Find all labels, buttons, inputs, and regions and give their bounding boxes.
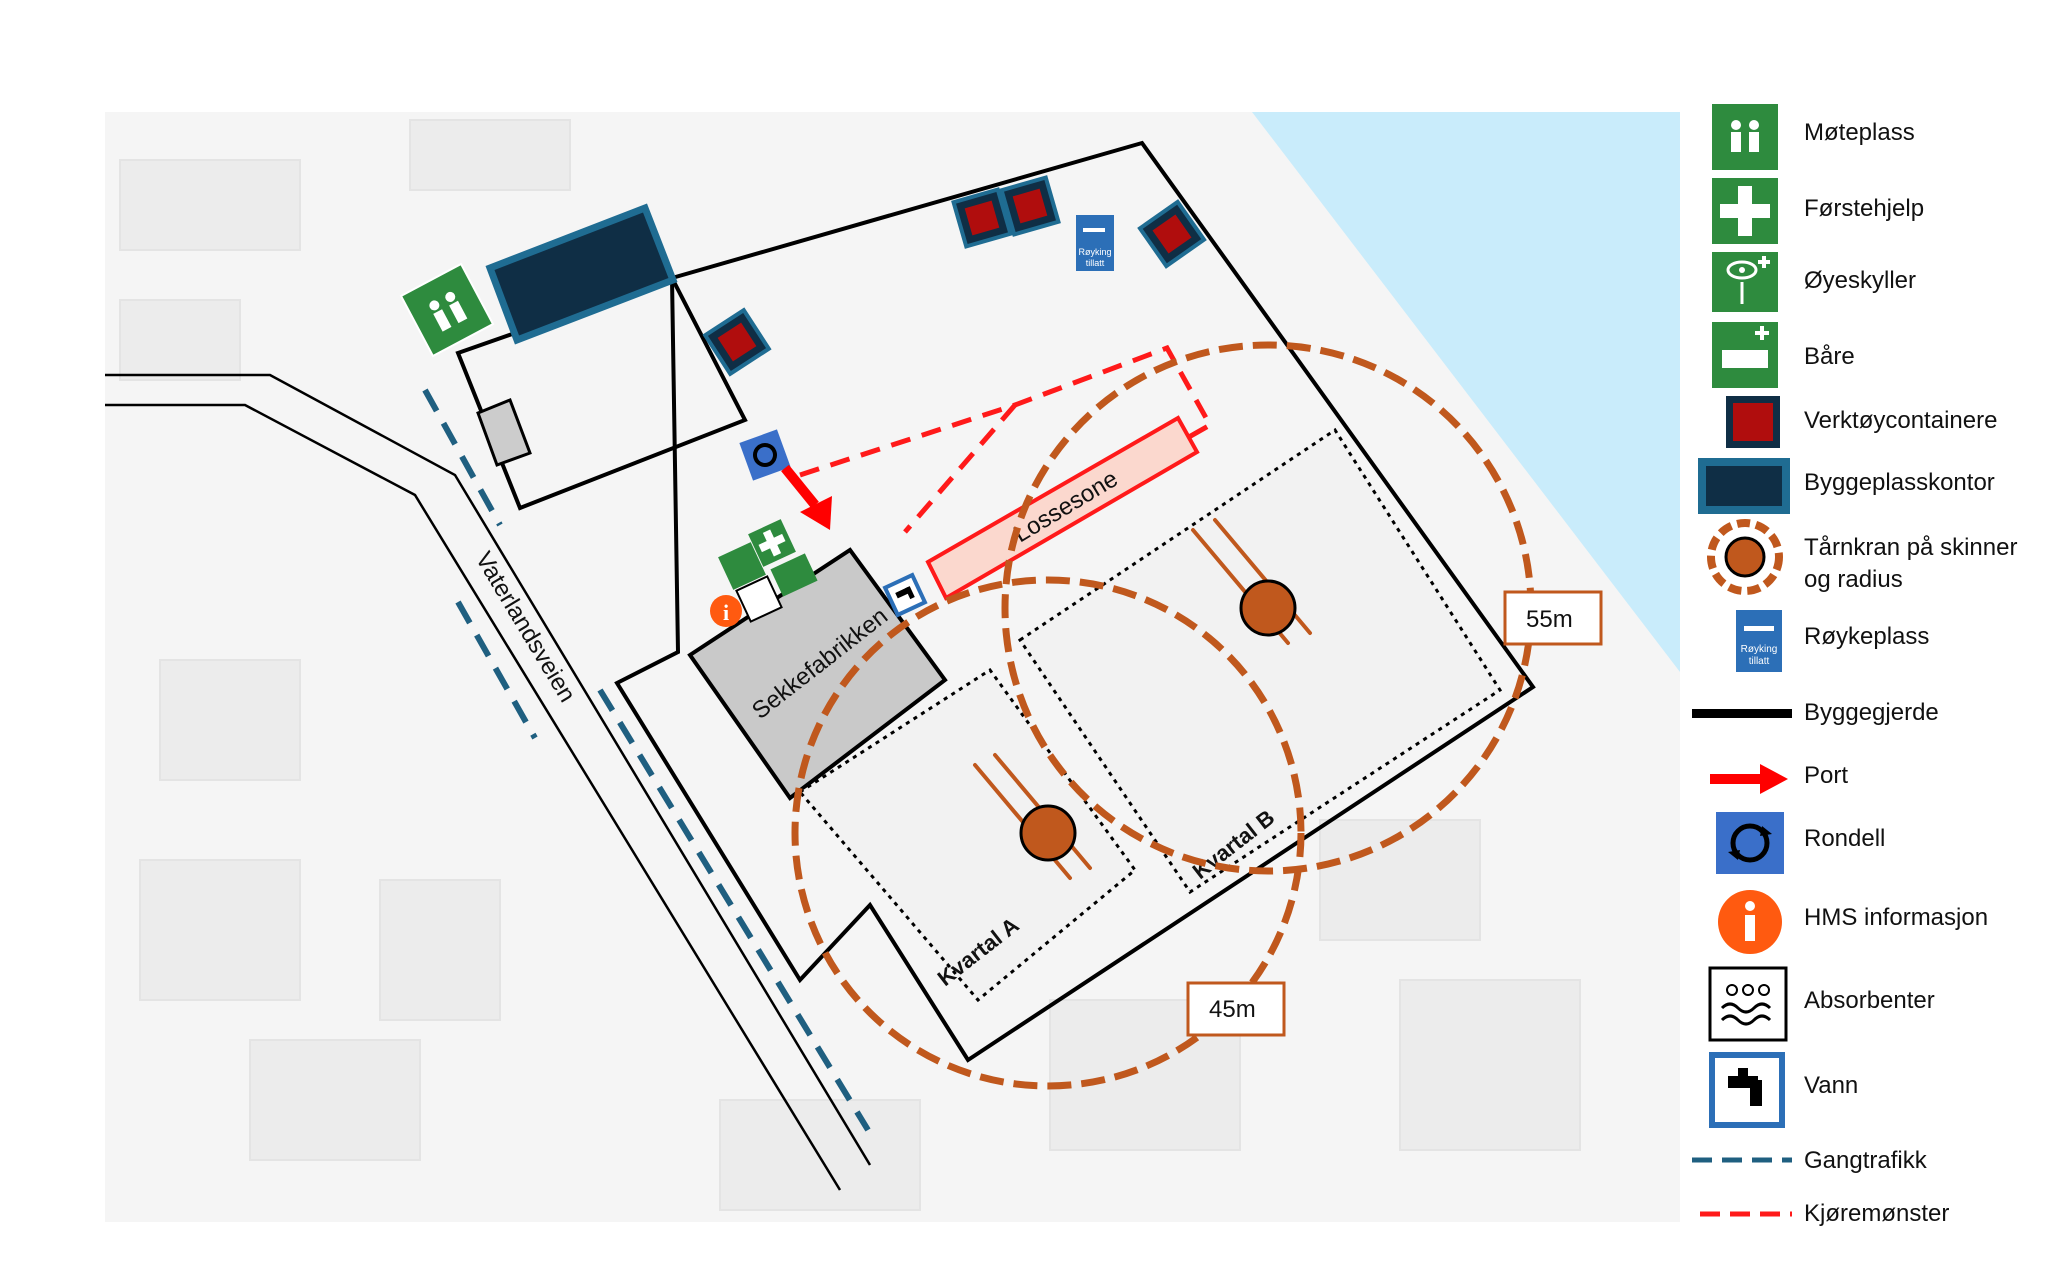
legend-label-driving-pattern: Kjøremønster xyxy=(1804,1200,1950,1227)
tower-crane-icon xyxy=(1707,519,1783,595)
absorbents-icon xyxy=(1708,966,1788,1042)
legend-label-assembly-point: Møteplass xyxy=(1804,119,1915,146)
tool-container-icon xyxy=(1726,396,1780,448)
radius-55m-label: 55m xyxy=(1526,606,1573,633)
legend-label-site-fence: Byggegjerde xyxy=(1804,699,1939,726)
legend-label-site-office: Byggeplasskontor xyxy=(1804,469,1995,496)
pedestrian-traffic-lines xyxy=(422,388,871,1132)
tool-container xyxy=(999,175,1061,237)
site-fence-icon xyxy=(1692,709,1792,718)
site-office xyxy=(485,203,678,345)
legend-label-absorbents: Absorbenter xyxy=(1804,987,1935,1014)
first-aid-sign xyxy=(748,519,796,567)
hse-info-icon xyxy=(1718,890,1782,954)
crane-a xyxy=(1019,804,1077,862)
legend-label-smoking-area: Røykeplass xyxy=(1804,623,1930,650)
stretcher-icon xyxy=(1712,322,1778,388)
assembly-point-icon xyxy=(1712,104,1778,170)
legend-label-gate: Port xyxy=(1804,762,1849,789)
road xyxy=(105,373,872,1191)
kvartal-a-outline xyxy=(797,667,1138,1003)
water-area xyxy=(1252,112,1680,672)
water-tap-sign xyxy=(882,572,928,618)
roundabout-sign xyxy=(739,429,791,481)
stretcher-sign xyxy=(770,553,818,597)
eye-wash-sign xyxy=(718,542,766,590)
gate-arrow-icon xyxy=(1710,764,1788,794)
legend-label-roundabout: Rondell xyxy=(1804,825,1886,852)
svg-text:i: i xyxy=(723,600,729,625)
smoking-area-icon: Røyking tillatt xyxy=(1736,610,1782,672)
smoking-area-sign: Røyking tillatt xyxy=(1076,215,1114,271)
legend-label-tool-containers: Verktøycontainere xyxy=(1804,407,1998,434)
crane-b xyxy=(1239,579,1297,637)
roundabout-icon xyxy=(1716,812,1784,874)
tool-container xyxy=(951,187,1013,249)
legend-label-first-aid: Førstehjelp xyxy=(1804,195,1925,222)
eye-wash-icon xyxy=(1712,252,1778,312)
kvartal-b-outline xyxy=(1017,427,1503,895)
legend: Røyking tillatt xyxy=(1692,104,1792,1217)
svg-text:tillatt: tillatt xyxy=(1086,258,1105,268)
radius-55m-box xyxy=(1503,590,1603,646)
base-map-buildings xyxy=(119,119,1581,1211)
storage-shed xyxy=(476,398,532,467)
hse-info-sign: i xyxy=(710,595,742,627)
water-tap-icon xyxy=(1709,1052,1785,1128)
legend-label-stretcher: Båre xyxy=(1804,343,1855,370)
radius-45m-label: 45m xyxy=(1209,996,1256,1023)
assembly-point-sign xyxy=(399,262,495,358)
tool-container xyxy=(1137,199,1207,269)
legend-label-hse-info: HMS informasjon xyxy=(1804,904,1989,931)
gate-arrow xyxy=(781,464,832,530)
unloading-zone xyxy=(925,415,1200,601)
svg-text:tillatt: tillatt xyxy=(1749,656,1770,667)
legend-label-water: Vann xyxy=(1804,1072,1859,1099)
first-aid-icon xyxy=(1712,178,1778,244)
svg-text:Røyking: Røyking xyxy=(1078,247,1111,257)
tool-container xyxy=(702,307,772,377)
legend-label-tower-crane: Tårnkran på skinner og radius xyxy=(1804,534,2018,593)
absorbents-sign xyxy=(735,575,783,623)
legend-label-pedestrian-traffic: Gangtrafikk xyxy=(1804,1147,1927,1174)
radius-45m-box xyxy=(1186,981,1286,1037)
legend-label-eye-wash: Øyeskyller xyxy=(1804,267,1917,294)
svg-text:Røyking: Røyking xyxy=(1741,644,1778,655)
tool-containers xyxy=(702,175,1207,377)
site-office-icon xyxy=(1698,458,1790,514)
safety-equipment-cluster: i xyxy=(710,519,818,627)
crane-a-radius xyxy=(791,576,1305,1090)
